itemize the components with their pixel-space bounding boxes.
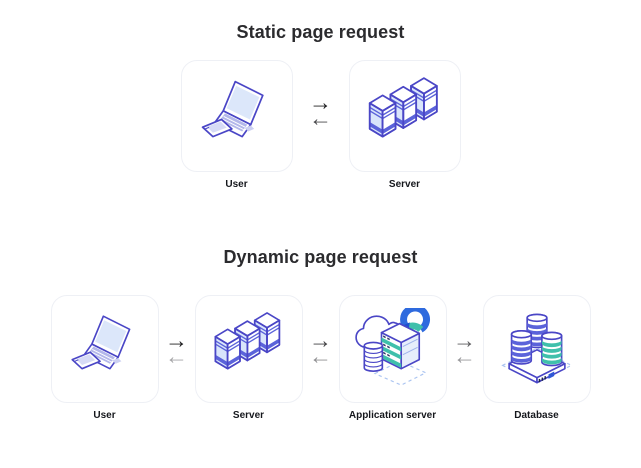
static-server-label: Server bbox=[388, 179, 421, 190]
dynamic-arrow-pair-2: → ← bbox=[303, 295, 339, 369]
static-flow-row: User → ← Server bbox=[0, 60, 641, 191]
database-label: Database bbox=[514, 410, 559, 421]
static-section-title: Static page request bbox=[236, 22, 405, 42]
database-cylinder-icon bbox=[540, 331, 562, 367]
static-server-card bbox=[348, 60, 461, 172]
laptop-phone-icon bbox=[201, 80, 264, 138]
dynamic-user-label: User bbox=[93, 410, 116, 421]
arrow-right-icon: → bbox=[165, 327, 188, 353]
dynamic-arrow-pair-1: → ← bbox=[159, 295, 195, 369]
database-icon bbox=[500, 313, 573, 384]
static-user-label: User bbox=[225, 179, 248, 190]
static-server-node: Server bbox=[348, 60, 461, 191]
static-arrow-pair: → ← bbox=[293, 60, 349, 131]
arrow-left-icon: ← bbox=[453, 343, 476, 369]
server-stack-icon bbox=[214, 312, 280, 370]
application-server-node: Application server bbox=[338, 295, 447, 422]
static-user-card bbox=[180, 60, 293, 172]
arrow-left-icon: ← bbox=[309, 105, 332, 131]
laptop-icon bbox=[213, 80, 264, 138]
smartphone-icon bbox=[201, 118, 233, 138]
arrow-left-icon: ← bbox=[309, 343, 332, 369]
cloud-app-server-icon bbox=[354, 308, 430, 386]
smartphone-icon bbox=[70, 351, 101, 370]
application-server-label: Application server bbox=[348, 410, 437, 421]
laptop-icon bbox=[82, 315, 130, 370]
request-flow-diagram: Static page request bbox=[0, 20, 641, 468]
dynamic-user-card bbox=[50, 295, 159, 403]
dynamic-flow-row: User → ← Server → ← bbox=[0, 295, 641, 422]
dynamic-user-node: User bbox=[50, 295, 159, 422]
dynamic-server-card bbox=[194, 295, 303, 403]
platform-dashes bbox=[373, 360, 427, 386]
database-cylinder-icon bbox=[510, 329, 532, 365]
server-rack-icon bbox=[380, 322, 420, 370]
dynamic-server-node: Server bbox=[194, 295, 303, 422]
arrow-left-icon: ← bbox=[165, 343, 188, 369]
static-user-node: User bbox=[180, 60, 293, 191]
database-card bbox=[482, 295, 591, 403]
arrow-right-icon: → bbox=[453, 327, 476, 353]
dynamic-arrow-pair-3: → ← bbox=[447, 295, 483, 369]
dynamic-server-label: Server bbox=[232, 410, 265, 421]
arrow-right-icon: → bbox=[309, 327, 332, 353]
database-node: Database bbox=[482, 295, 591, 422]
arrow-right-icon: → bbox=[309, 89, 332, 115]
laptop-phone-icon bbox=[70, 315, 130, 370]
server-stack-icon bbox=[368, 77, 438, 138]
database-cylinder-icon bbox=[362, 341, 383, 372]
dynamic-section-title: Dynamic page request bbox=[223, 247, 418, 267]
application-server-card bbox=[338, 295, 447, 403]
